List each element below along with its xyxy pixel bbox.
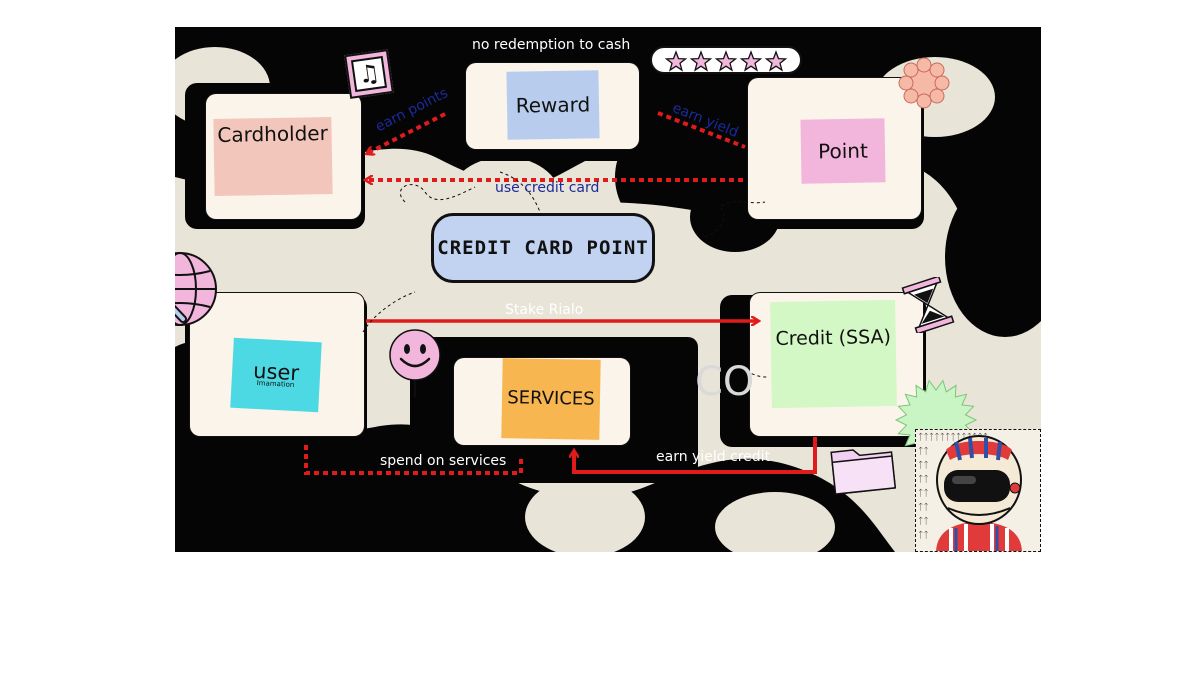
astronaut-art: ᛏᛏᛏᛏᛏᛏᛏᛏᛏᛏᛏᛏᛏ ᛏᛏ ᛏᛏ ᛏᛏ ᛏᛏ ᛏᛏ ᛏᛏ ᛏᛏ (918, 432, 1022, 551)
edge-spend (304, 445, 523, 475)
star-icon (739, 50, 763, 72)
music-note-icon: ♫ (344, 49, 394, 99)
star-icon (764, 50, 788, 72)
star-rating (650, 46, 802, 74)
svg-text:ᛏᛏ: ᛏᛏ (918, 446, 929, 457)
magnifier-icon (175, 304, 187, 323)
squiggle-logo-icon (963, 133, 1021, 215)
svg-text:ᛏᛏ: ᛏᛏ (918, 516, 929, 527)
svg-text:ᛏᛏ: ᛏᛏ (918, 488, 929, 499)
edge-earn-yield (657, 111, 746, 149)
folder-icon (830, 449, 897, 495)
flower-sticker-icon (898, 57, 950, 109)
globe-icon (175, 252, 217, 326)
svg-text:ᛏᛏᛏᛏᛏᛏᛏᛏᛏᛏᛏᛏᛏ: ᛏᛏᛏᛏᛏᛏᛏᛏᛏᛏᛏᛏᛏ (918, 432, 988, 443)
label-use-credit-card: use credit card (495, 180, 600, 196)
connector-curl (499, 171, 541, 213)
background-decor-text: CO (695, 359, 755, 405)
star-icon (664, 50, 688, 72)
hourglass-icon (901, 277, 955, 333)
connector-curl (704, 201, 766, 238)
astronaut-avatar: ᛏᛏᛏᛏᛏᛏᛏᛏᛏᛏᛏᛏᛏ ᛏᛏ ᛏᛏ ᛏᛏ ᛏᛏ ᛏᛏ ᛏᛏ ᛏᛏ (915, 429, 1041, 552)
title-pill: CREDIT CARD POINT (431, 213, 655, 283)
label-earn-yield-credit: earn yield credit (656, 449, 771, 465)
svg-text:ᛏᛏ: ᛏᛏ (918, 502, 929, 513)
star-icon (714, 50, 738, 72)
edge-arrows (304, 111, 817, 475)
stars-group (664, 50, 788, 72)
star-icon (689, 50, 713, 72)
label-no-redemption: no redemption to cash (472, 37, 631, 53)
connector-curl (362, 291, 416, 333)
svg-text:ᛏᛏ: ᛏᛏ (918, 474, 929, 485)
smiley-icon (389, 329, 441, 397)
diagram-title: CREDIT CARD POINT (437, 237, 649, 259)
edge-earn-yield-credit (574, 437, 817, 474)
svg-text:ᛏᛏ: ᛏᛏ (918, 530, 929, 541)
label-spend: spend on services (380, 453, 507, 469)
svg-text:ᛏᛏ: ᛏᛏ (918, 460, 929, 471)
label-stake: Stake Rialo (505, 302, 584, 318)
connector-curl (734, 366, 768, 378)
diagram-canvas: Cardholder Reward Point user Imamation S… (175, 27, 1041, 552)
connector-curl (399, 184, 476, 203)
